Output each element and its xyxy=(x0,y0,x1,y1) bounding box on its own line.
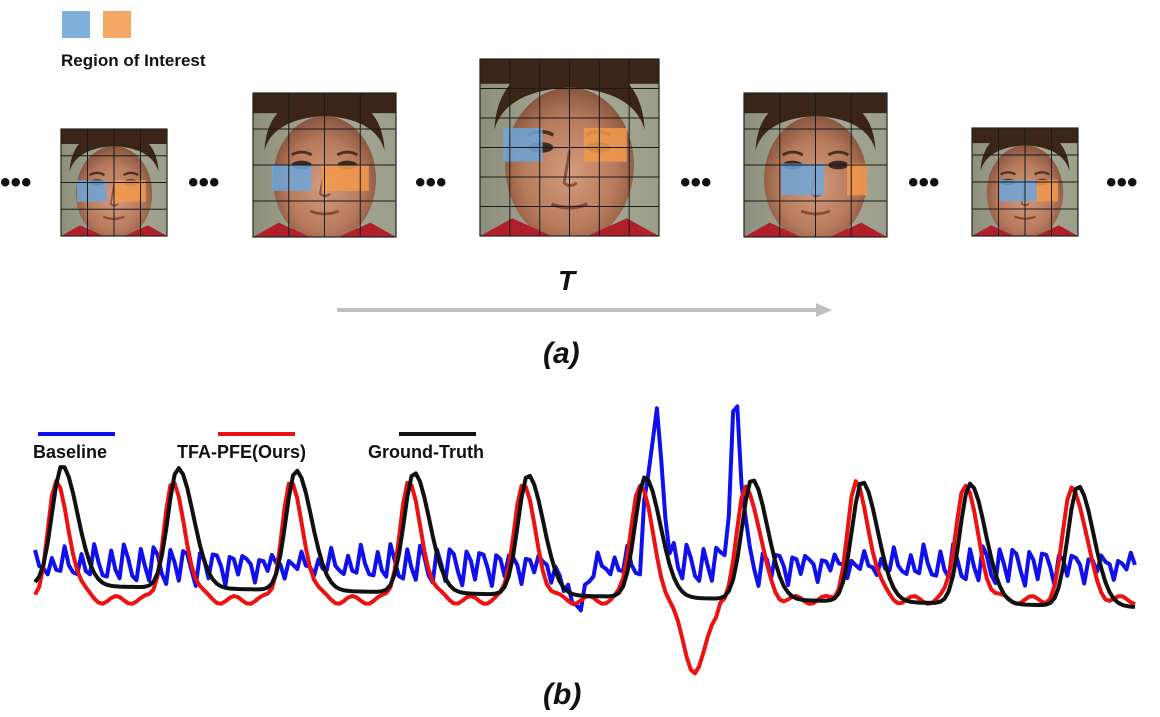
face-frame-5 xyxy=(971,127,1079,237)
legend-label-tfa-pfe: TFA-PFE(Ours) xyxy=(177,442,306,462)
roi-orange xyxy=(846,163,867,196)
face-frame-border xyxy=(60,128,168,237)
time-arrow-head xyxy=(816,303,832,317)
ellipsis: ••• xyxy=(0,166,32,199)
roi-orange xyxy=(1036,179,1058,202)
grid-overlay xyxy=(61,129,167,236)
signal-plot xyxy=(33,404,1137,676)
legend-label-baseline: Baseline xyxy=(33,442,107,462)
time-label: T xyxy=(558,265,578,296)
signal-legend: Baseline TFA-PFE(Ours) Ground-Truth xyxy=(33,432,484,462)
face-frame-border xyxy=(743,92,888,238)
face-frame-4 xyxy=(743,92,888,238)
face-frame-border xyxy=(252,92,397,238)
grid-overlay xyxy=(253,93,396,237)
roi-orange xyxy=(114,180,146,202)
roi-orange xyxy=(321,165,369,191)
roi-blue xyxy=(503,128,543,162)
ellipsis: ••• xyxy=(415,166,447,199)
ellipsis: ••• xyxy=(908,166,940,199)
grid-overlay xyxy=(480,59,659,236)
roi-orange xyxy=(583,128,627,162)
series-line-ground-truth xyxy=(33,465,1136,609)
grid-overlay xyxy=(744,93,887,237)
ellipsis: ••• xyxy=(680,166,712,199)
series-line-baseline xyxy=(33,404,1137,613)
grid-overlay xyxy=(972,128,1078,236)
series-line-tfa-pfe xyxy=(33,479,1136,676)
roi-blue xyxy=(781,163,825,196)
roi-blue xyxy=(271,165,312,191)
face-frame-border xyxy=(971,127,1079,237)
roi-blue xyxy=(999,179,1037,202)
ellipsis: ••• xyxy=(1106,166,1138,199)
face-frame-border xyxy=(479,58,660,237)
ellipsis-group: ••• ••• ••• ••• ••• ••• xyxy=(0,166,1138,199)
legend-label-ground-truth: Ground-Truth xyxy=(368,442,484,462)
face-frame-3 xyxy=(479,58,660,237)
roi-blue xyxy=(76,180,107,202)
face-sequence xyxy=(60,58,1079,238)
roi-legend-label: Region of Interest xyxy=(61,51,206,70)
panel-a-label: (a) xyxy=(543,337,580,370)
roi-swatch-blue xyxy=(62,11,90,38)
roi-legend: Region of Interest xyxy=(61,11,206,70)
panel-b-label: (b) xyxy=(543,678,581,711)
face-frame-2 xyxy=(252,92,397,238)
ellipsis: ••• xyxy=(188,166,220,199)
roi-swatch-orange xyxy=(103,11,131,38)
face-frame-1 xyxy=(60,128,168,237)
time-arrow: T xyxy=(337,265,832,317)
